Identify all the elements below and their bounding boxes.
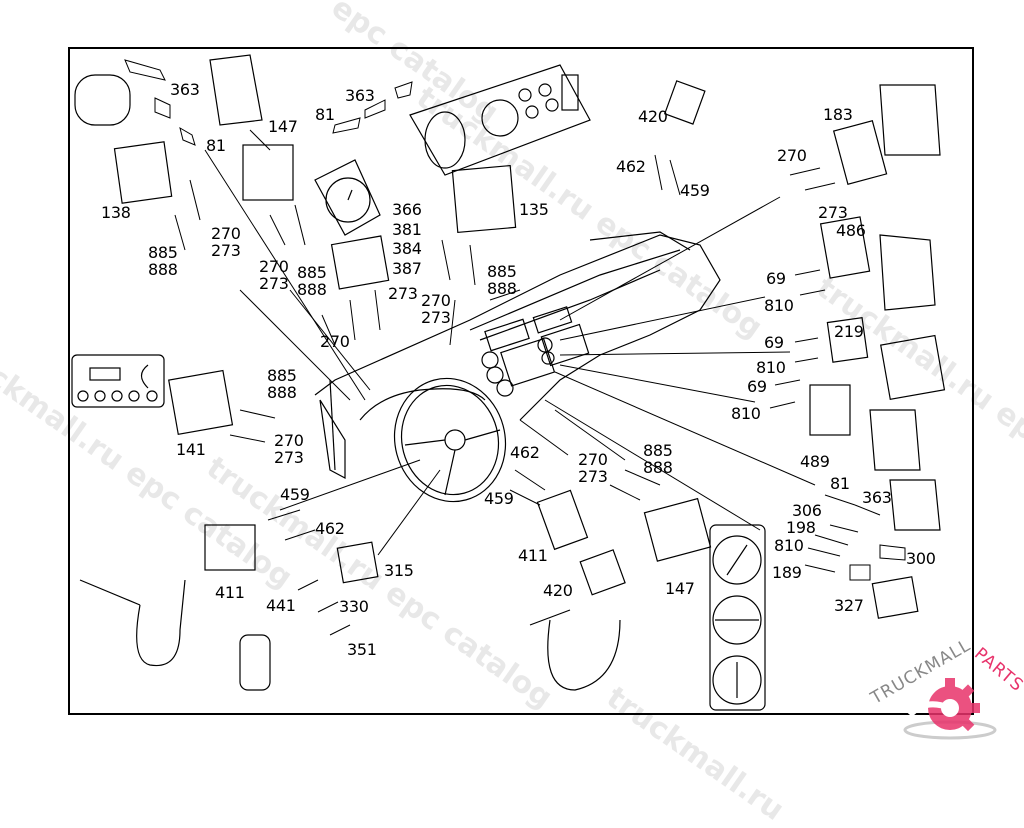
- part-label: 885 888: [487, 262, 517, 298]
- part-label: 459: [280, 485, 310, 504]
- terminals: [124, 59, 906, 636]
- part-label: 270 273: [578, 450, 608, 486]
- part-label: 810: [756, 358, 786, 377]
- part-label: 363: [170, 80, 200, 99]
- part-label: 486: [836, 221, 866, 240]
- part-label: 462: [616, 157, 646, 176]
- part-label: 219: [834, 322, 864, 341]
- part-label: 273: [388, 284, 418, 303]
- part-label: 885 888: [643, 441, 673, 477]
- part-label: 69: [747, 377, 767, 396]
- part-label: 441: [266, 596, 296, 615]
- part-label: 270 273: [274, 431, 304, 467]
- part-label: 270: [320, 332, 350, 351]
- part-label: 138: [101, 203, 131, 222]
- part-label: 270: [777, 146, 807, 165]
- connector-blocks: [74, 54, 946, 691]
- exploded-parts-drawing: [71, 54, 946, 711]
- heater-control-panel: [709, 524, 766, 711]
- part-label: 147: [665, 579, 695, 598]
- part-label: 459: [484, 489, 514, 508]
- part-label: 411: [215, 583, 245, 602]
- part-label: 306: [792, 501, 822, 520]
- part-label: 81: [830, 474, 850, 493]
- part-label: 363: [862, 488, 892, 507]
- part-label: 81: [206, 136, 226, 155]
- part-label: 885 888: [297, 263, 327, 299]
- clock-gauge: [314, 159, 381, 236]
- part-label: 330: [339, 597, 369, 616]
- part-label: 462: [510, 443, 540, 462]
- part-label: 459: [680, 181, 710, 200]
- part-label: 141: [176, 440, 206, 459]
- part-label: 315: [384, 561, 414, 580]
- part-label: 885 888: [267, 366, 297, 402]
- part-label: 270 273: [211, 224, 241, 260]
- part-label: 420: [638, 107, 668, 126]
- part-label: 420: [543, 581, 573, 600]
- part-label: 810: [774, 536, 804, 555]
- part-label: 270 273: [259, 257, 289, 293]
- part-label: 81: [315, 105, 335, 124]
- part-label: 411: [518, 546, 548, 565]
- part-label: 273: [818, 203, 848, 222]
- warning-panel: [71, 354, 165, 408]
- part-label: 69: [764, 333, 784, 352]
- part-label: 327: [834, 596, 864, 615]
- part-label: 885 888: [148, 243, 178, 279]
- part-label: 69: [766, 269, 786, 288]
- stalk-switches: [79, 579, 621, 691]
- leader-lines: [204, 129, 816, 556]
- part-label: 351: [347, 640, 377, 659]
- instrument-cluster: [409, 64, 591, 176]
- gear-icon: [903, 678, 997, 740]
- part-label: 489: [800, 452, 830, 471]
- steering-wheel: [393, 377, 507, 503]
- part-label: 462: [315, 519, 345, 538]
- diagram-frame: [68, 47, 974, 715]
- dashboard-outline: [314, 231, 721, 479]
- part-label: 147: [268, 117, 298, 136]
- part-label: 300: [906, 549, 936, 568]
- truckmallparts-logo: TRUCKMALL PARTS: [855, 635, 1024, 750]
- part-label: 366 381 384 387: [392, 200, 422, 278]
- part-label: 810: [764, 296, 794, 315]
- part-label: 183: [823, 105, 853, 124]
- part-label: 135: [519, 200, 549, 219]
- part-label: 270 273: [421, 291, 451, 327]
- part-label: 363: [345, 86, 375, 105]
- part-label: 189: [772, 563, 802, 582]
- part-label: 810: [731, 404, 761, 423]
- part-label: 198: [786, 518, 816, 537]
